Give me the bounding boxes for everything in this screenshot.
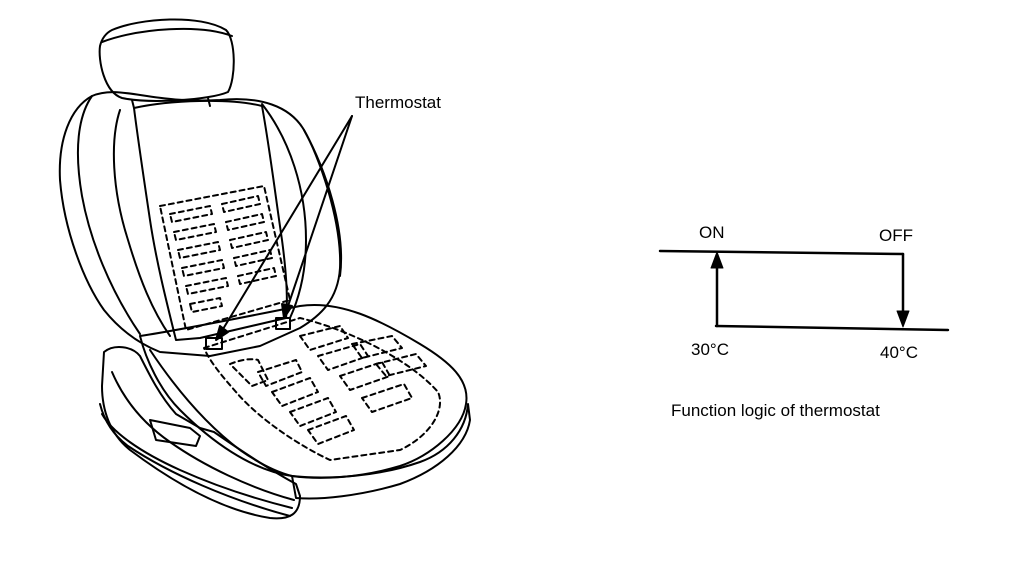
seat-cushion [139,304,468,479]
thermostat-box-cushion [205,337,223,350]
thermostat-logic-caption: Function logic of thermostat [671,401,880,420]
off-level-line [714,324,950,332]
seat-cushion-heating-element [203,317,441,461]
car-seat-drawing [58,18,471,520]
leader-line-to-cushion-thermostat [219,115,353,335]
seatback-outer [58,91,342,357]
high-temperature-label: 40°C [880,343,918,362]
headrest [98,18,235,102]
arrowhead-cushion [215,325,229,341]
seatback-left-bolster-inner [112,109,171,337]
on-state-label: ON [699,223,725,242]
low-temperature-label: 30°C [691,340,729,359]
seatback-center-panel [133,99,288,341]
seat-side-trim [101,346,301,520]
seatback-right-bolster-outer [303,129,343,277]
thermostat-callout-leaders [215,115,353,341]
falling-edge-arrowhead [896,310,910,328]
seatback-right-bolster [261,103,307,319]
headrest-post-left [131,99,135,109]
seatback-left-bolster [76,95,141,335]
rising-edge-arrowhead [710,251,724,269]
seat-cushion-front [291,403,471,500]
seatback-heating-element [159,185,291,331]
on-level-line [658,249,905,256]
headrest-post-right [207,97,211,107]
headrest-top-edge [101,27,233,43]
seat-rail-lower [101,413,293,509]
recline-lever [149,419,201,447]
arrowhead-seatback [281,303,293,319]
off-state-label: OFF [879,226,913,245]
thermostat-callout-label: Thermostat [355,93,441,112]
leader-line-to-seatback-thermostat [285,115,353,313]
thermostat-logic-graph [658,249,950,332]
